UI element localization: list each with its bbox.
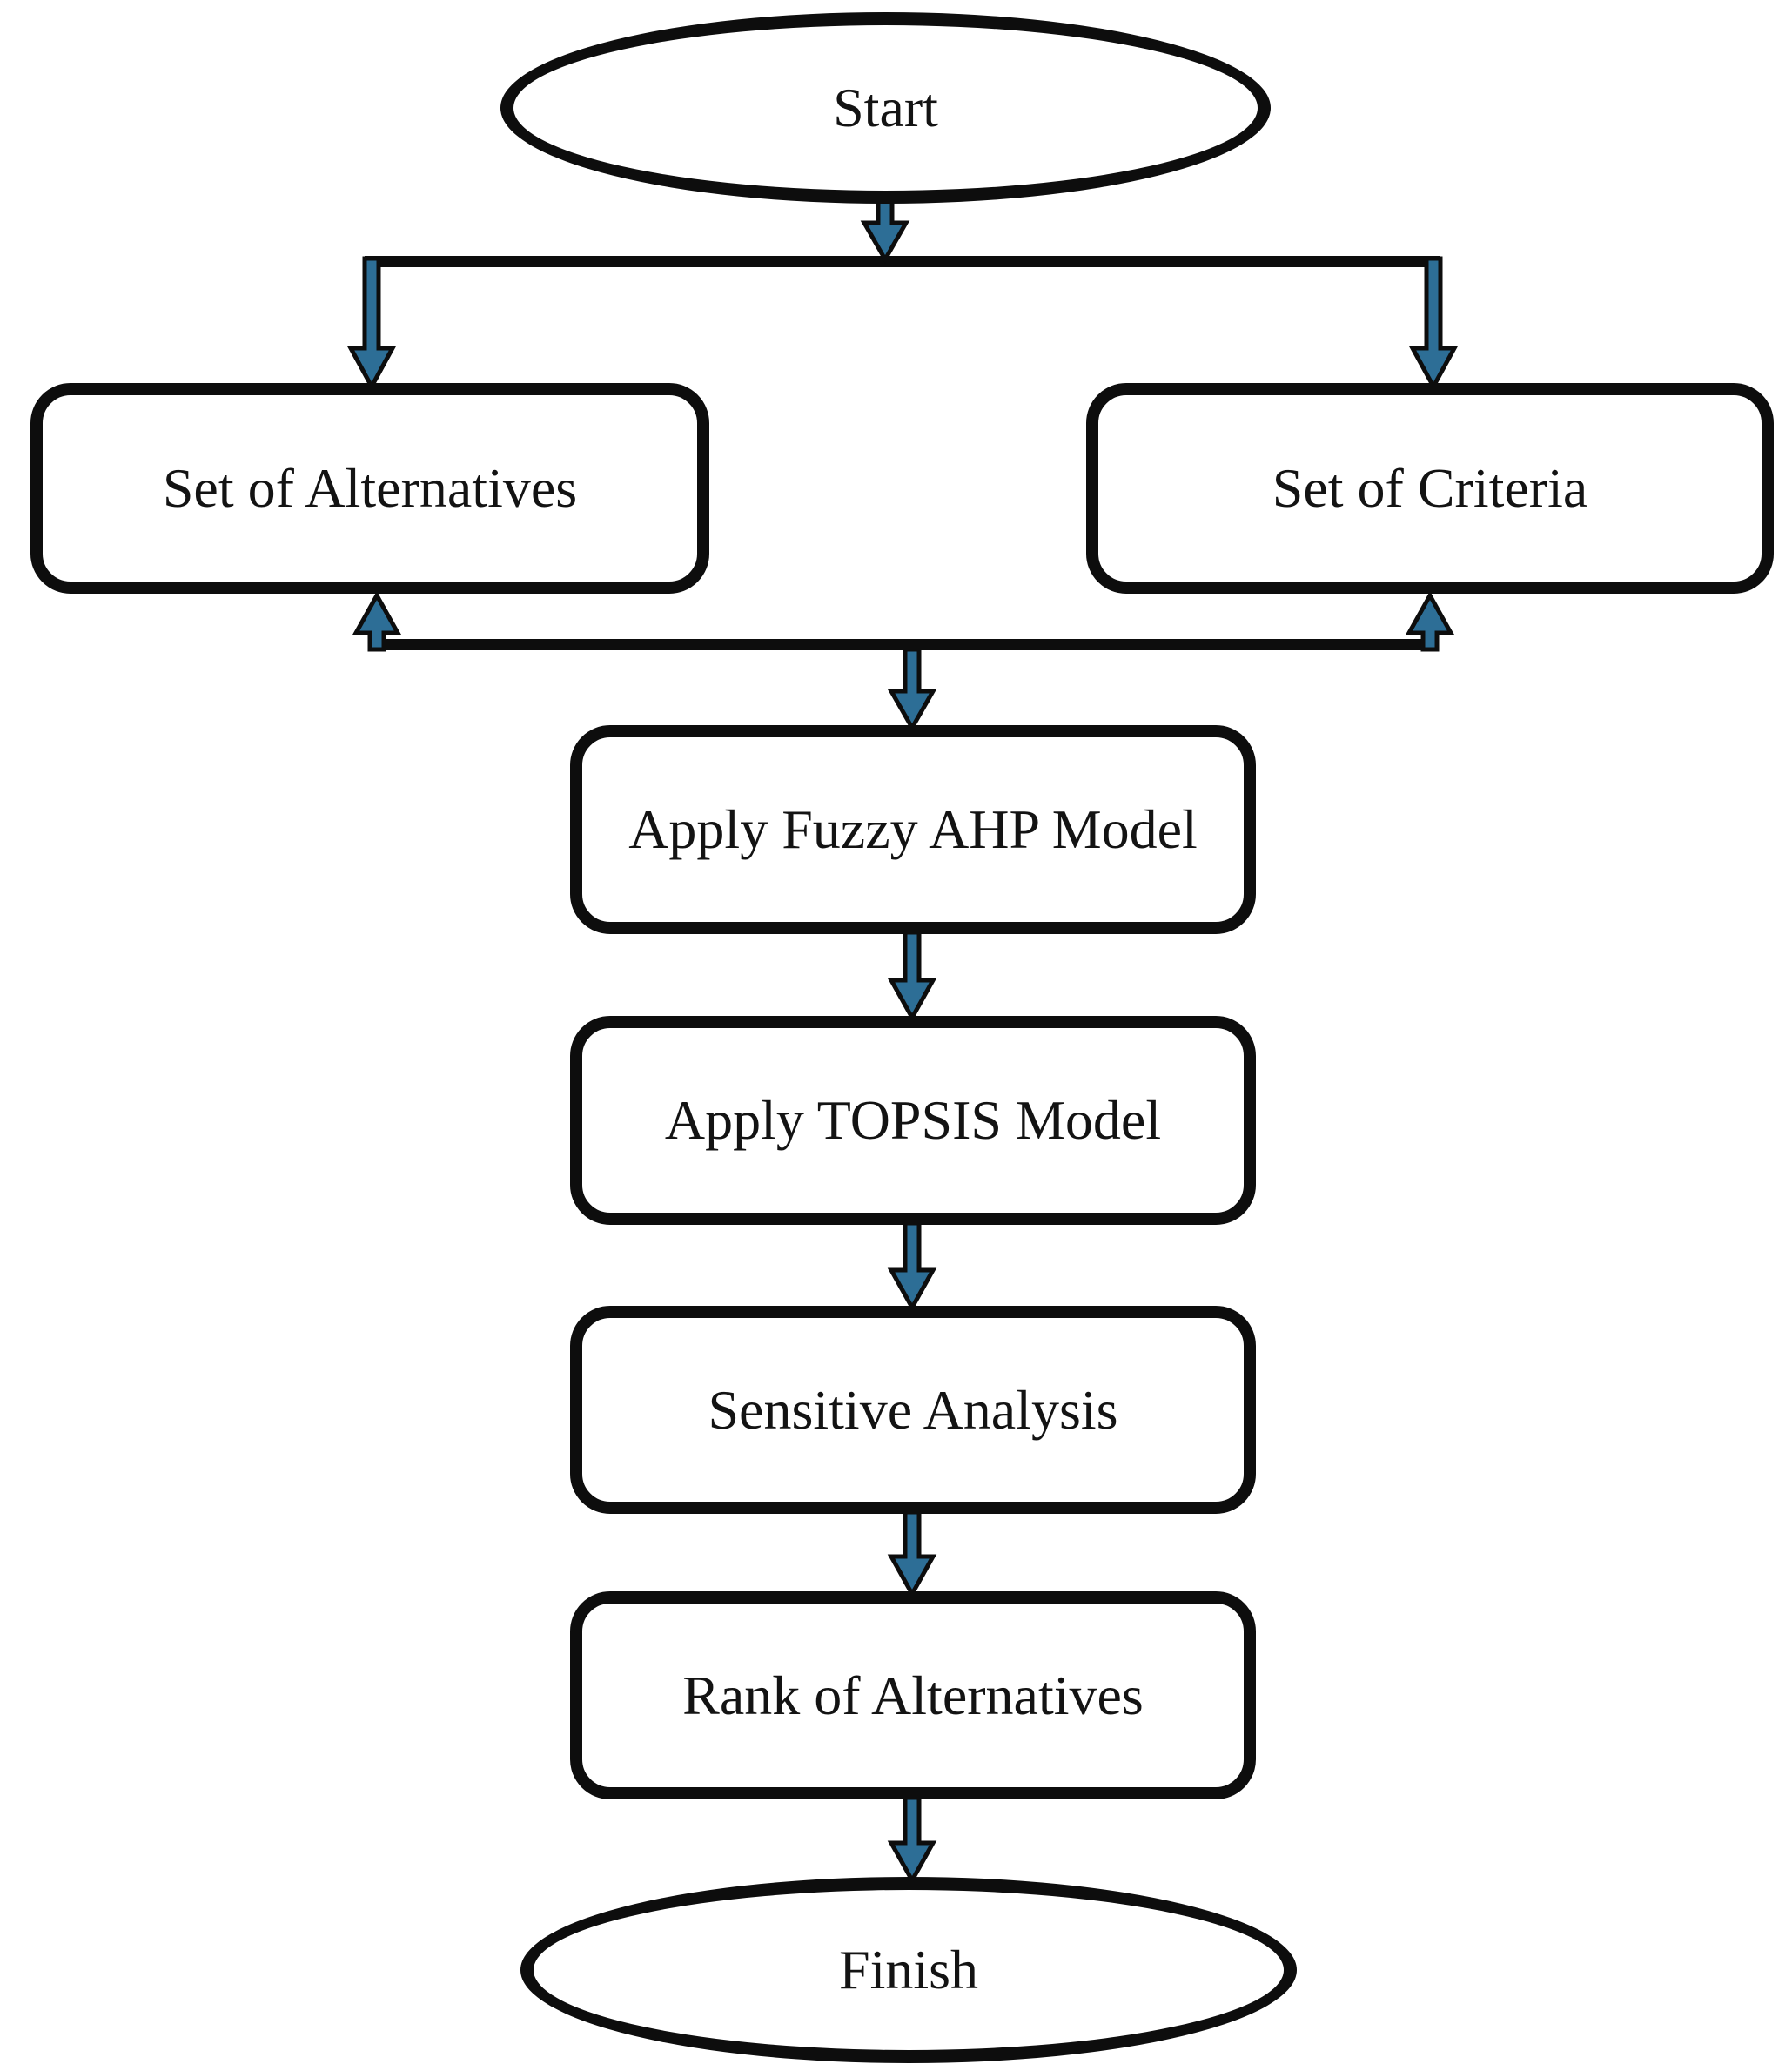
- finish-label: Finish: [838, 1939, 979, 2000]
- alternatives-label: Set of Alternatives: [162, 457, 578, 519]
- criteria-label: Set of Criteria: [1272, 457, 1588, 519]
- merge-to-alternatives-arrow: [352, 590, 402, 652]
- merge-to-fuzzy-ahp-arrow: [887, 647, 937, 733]
- criteria-node: Set of Criteria: [1086, 383, 1774, 594]
- alternatives-node: Set of Alternatives: [30, 383, 709, 594]
- topsis-label: Apply TOPSIS Model: [664, 1089, 1162, 1151]
- branch-to-alternatives-arrow: [346, 256, 397, 392]
- branch-to-criteria-arrow: [1408, 256, 1459, 392]
- fuzzy-ahp-label: Apply Fuzzy AHP Model: [628, 798, 1198, 860]
- start-node: Start: [500, 12, 1271, 204]
- fuzzy-ahp-node: Apply Fuzzy AHP Model: [570, 725, 1256, 934]
- fuzzy-ahp-to-topsis-arrow: [887, 930, 937, 1023]
- sensitive-node: Sensitive Analysis: [570, 1306, 1256, 1514]
- topsis-to-sensitive-arrow: [887, 1220, 937, 1313]
- merge-to-criteria-arrow: [1405, 590, 1455, 652]
- sensitive-label: Sensitive Analysis: [708, 1378, 1118, 1441]
- rank-label: Rank of Alternatives: [682, 1664, 1144, 1726]
- finish-node: Finish: [520, 1877, 1297, 2063]
- sensitive-to-rank-arrow: [887, 1510, 937, 1599]
- topsis-node: Apply TOPSIS Model: [570, 1016, 1256, 1225]
- start-to-branch-arrow: [860, 198, 910, 265]
- rank-node: Rank of Alternatives: [570, 1591, 1256, 1799]
- merge-line: [370, 639, 1437, 650]
- start-label: Start: [833, 77, 938, 138]
- branch-line: [365, 256, 1440, 267]
- rank-to-finish-arrow: [887, 1795, 937, 1886]
